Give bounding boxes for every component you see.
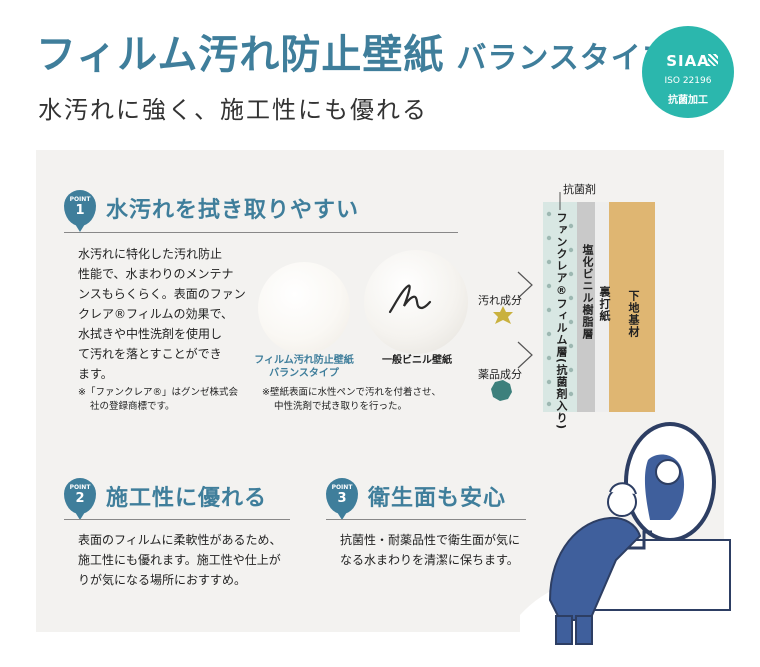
point-2-body-line: りが気になる場所におすすめ。 — [78, 573, 247, 587]
siaa-badge: SIAA ISO 22196 抗菌加工 — [642, 26, 734, 118]
faucet-icon — [624, 530, 652, 550]
trademark-note-line: 社の登録商標です。 — [90, 401, 175, 412]
chemical-particle-icon — [491, 380, 512, 401]
layer-substrate — [609, 202, 655, 412]
stain-particle-icon — [493, 306, 513, 324]
point-3-label: POINT — [331, 484, 353, 491]
point-3-heading: 衛生面も安心 — [368, 486, 507, 511]
layer-backing-paper — [595, 202, 609, 412]
point-2-icon: POINT 2 — [64, 478, 96, 520]
antibacterial-dots — [546, 211, 574, 407]
point-2-divider — [64, 519, 290, 520]
siaa-mark-icon — [708, 54, 718, 66]
point-1-body-line: クレア®フィルムの効果で、 — [78, 307, 234, 321]
layer-vinyl — [577, 202, 595, 412]
chemical-arrow-icon — [517, 341, 533, 369]
sample-note-line: ※壁紙表面に水性ペンで汚れを付着させ、 — [262, 387, 441, 398]
stain-label: 汚れ成分 — [478, 294, 522, 307]
point-2-body: 表面のフィルムに柔軟性があるため、 施工性にも優れます。施工性や仕上が りが気に… — [78, 530, 308, 590]
badge-antibacterial-text: 抗菌加工 — [668, 95, 708, 106]
page-title: フィルム汚れ防止壁紙バランスタイプ — [36, 22, 673, 80]
point-2-body-line: 施工性にも優れます。施工性や仕上が — [78, 553, 281, 567]
point-3-divider — [326, 519, 526, 520]
sample-note-line: 中性洗剤で拭き取りを行った。 — [274, 401, 408, 412]
point-1-number: 1 — [75, 203, 85, 218]
sample-film-wallpaper — [258, 262, 350, 354]
point-2-label: POINT — [69, 484, 91, 491]
stain-arrow-icon — [517, 271, 533, 299]
point-3-number: 3 — [337, 491, 347, 506]
point-1-body: 水汚れに特化した汚れ防止 性能で、水まわりのメンテナ ンスもらくらく。表面のファ… — [78, 244, 253, 384]
person-icon — [548, 516, 642, 621]
pen-stain-icon — [388, 284, 432, 314]
title-main: フィルム汚れ防止壁紙 — [36, 32, 445, 78]
title-sub: バランスタイプ — [456, 41, 673, 76]
point-1-body-line: て汚れを落とすことができ — [78, 347, 222, 361]
trademark-note-line: ※「ファンクレア®」はグンゼ株式会 — [78, 387, 238, 398]
trademark-note: ※「ファンクレア®」はグンゼ株式会 社の登録商標です。 — [78, 386, 248, 414]
sample-film-caption: フィルム汚れ防止壁紙 バランスタイプ — [246, 354, 362, 380]
sample-film-caption-line: バランスタイプ — [269, 368, 339, 379]
point-2-body-line: 表面のフィルムに柔軟性があるため、 — [78, 533, 282, 547]
point-3-icon: POINT 3 — [326, 478, 358, 520]
antibacterial-label: 抗菌剤 — [563, 183, 596, 196]
point-1-divider — [64, 232, 458, 233]
point-2-heading: 施工性に優れる — [106, 486, 268, 511]
point-2-number: 2 — [75, 491, 85, 506]
layer-backing-label: 裏打紙 — [598, 286, 611, 322]
page-subtitle: 水汚れに強く、施工性にも優れる — [38, 96, 428, 124]
point-3-body-line: なる水まわりを清潔に保ちます。 — [340, 553, 519, 567]
point-3-body-line: 抗菌性・耐薬品性で衛生面が気に — [340, 533, 521, 547]
sample-vinyl-caption: 一般ビニル壁紙 — [382, 355, 452, 366]
sample-film-caption-line: フィルム汚れ防止壁紙 — [254, 355, 354, 366]
sample-vinyl-wallpaper — [364, 250, 468, 354]
point-1-icon: POINT 1 — [64, 190, 96, 232]
layer-substrate-label: 下地基材 — [627, 290, 640, 338]
point-1-body-line: 水拭きや中性洗剤を使用し — [78, 327, 223, 341]
chemical-label: 薬品成分 — [478, 368, 522, 381]
badge-siaa-text: SIAA — [666, 52, 710, 70]
point-1-body-line: 性能で、水まわりのメンテナ — [78, 267, 234, 281]
point-1-body-line: ます。 — [78, 367, 113, 381]
layer-film-label: ファンクレア®フィルム層(抗菌剤入り) — [555, 212, 568, 431]
point-1-label: POINT — [69, 196, 91, 203]
point-3-body: 抗菌性・耐薬品性で衛生面が気に なる水まわりを清潔に保ちます。 — [340, 530, 540, 570]
point-1-body-line: ンスもらくらく。表面のファン — [78, 287, 246, 301]
point-1-body-line: 水汚れに特化した汚れ防止 — [78, 247, 223, 261]
washroom-illustration — [520, 422, 740, 645]
badge-iso-text: ISO 22196 — [664, 76, 712, 86]
layer-vinyl-label: 塩化ビニル樹脂層 — [581, 244, 594, 340]
sample-note: ※壁紙表面に水性ペンで汚れを付着させ、 中性洗剤で拭き取りを行った。 — [262, 386, 462, 414]
point-1-heading: 水汚れを拭き取りやすい — [106, 198, 360, 223]
